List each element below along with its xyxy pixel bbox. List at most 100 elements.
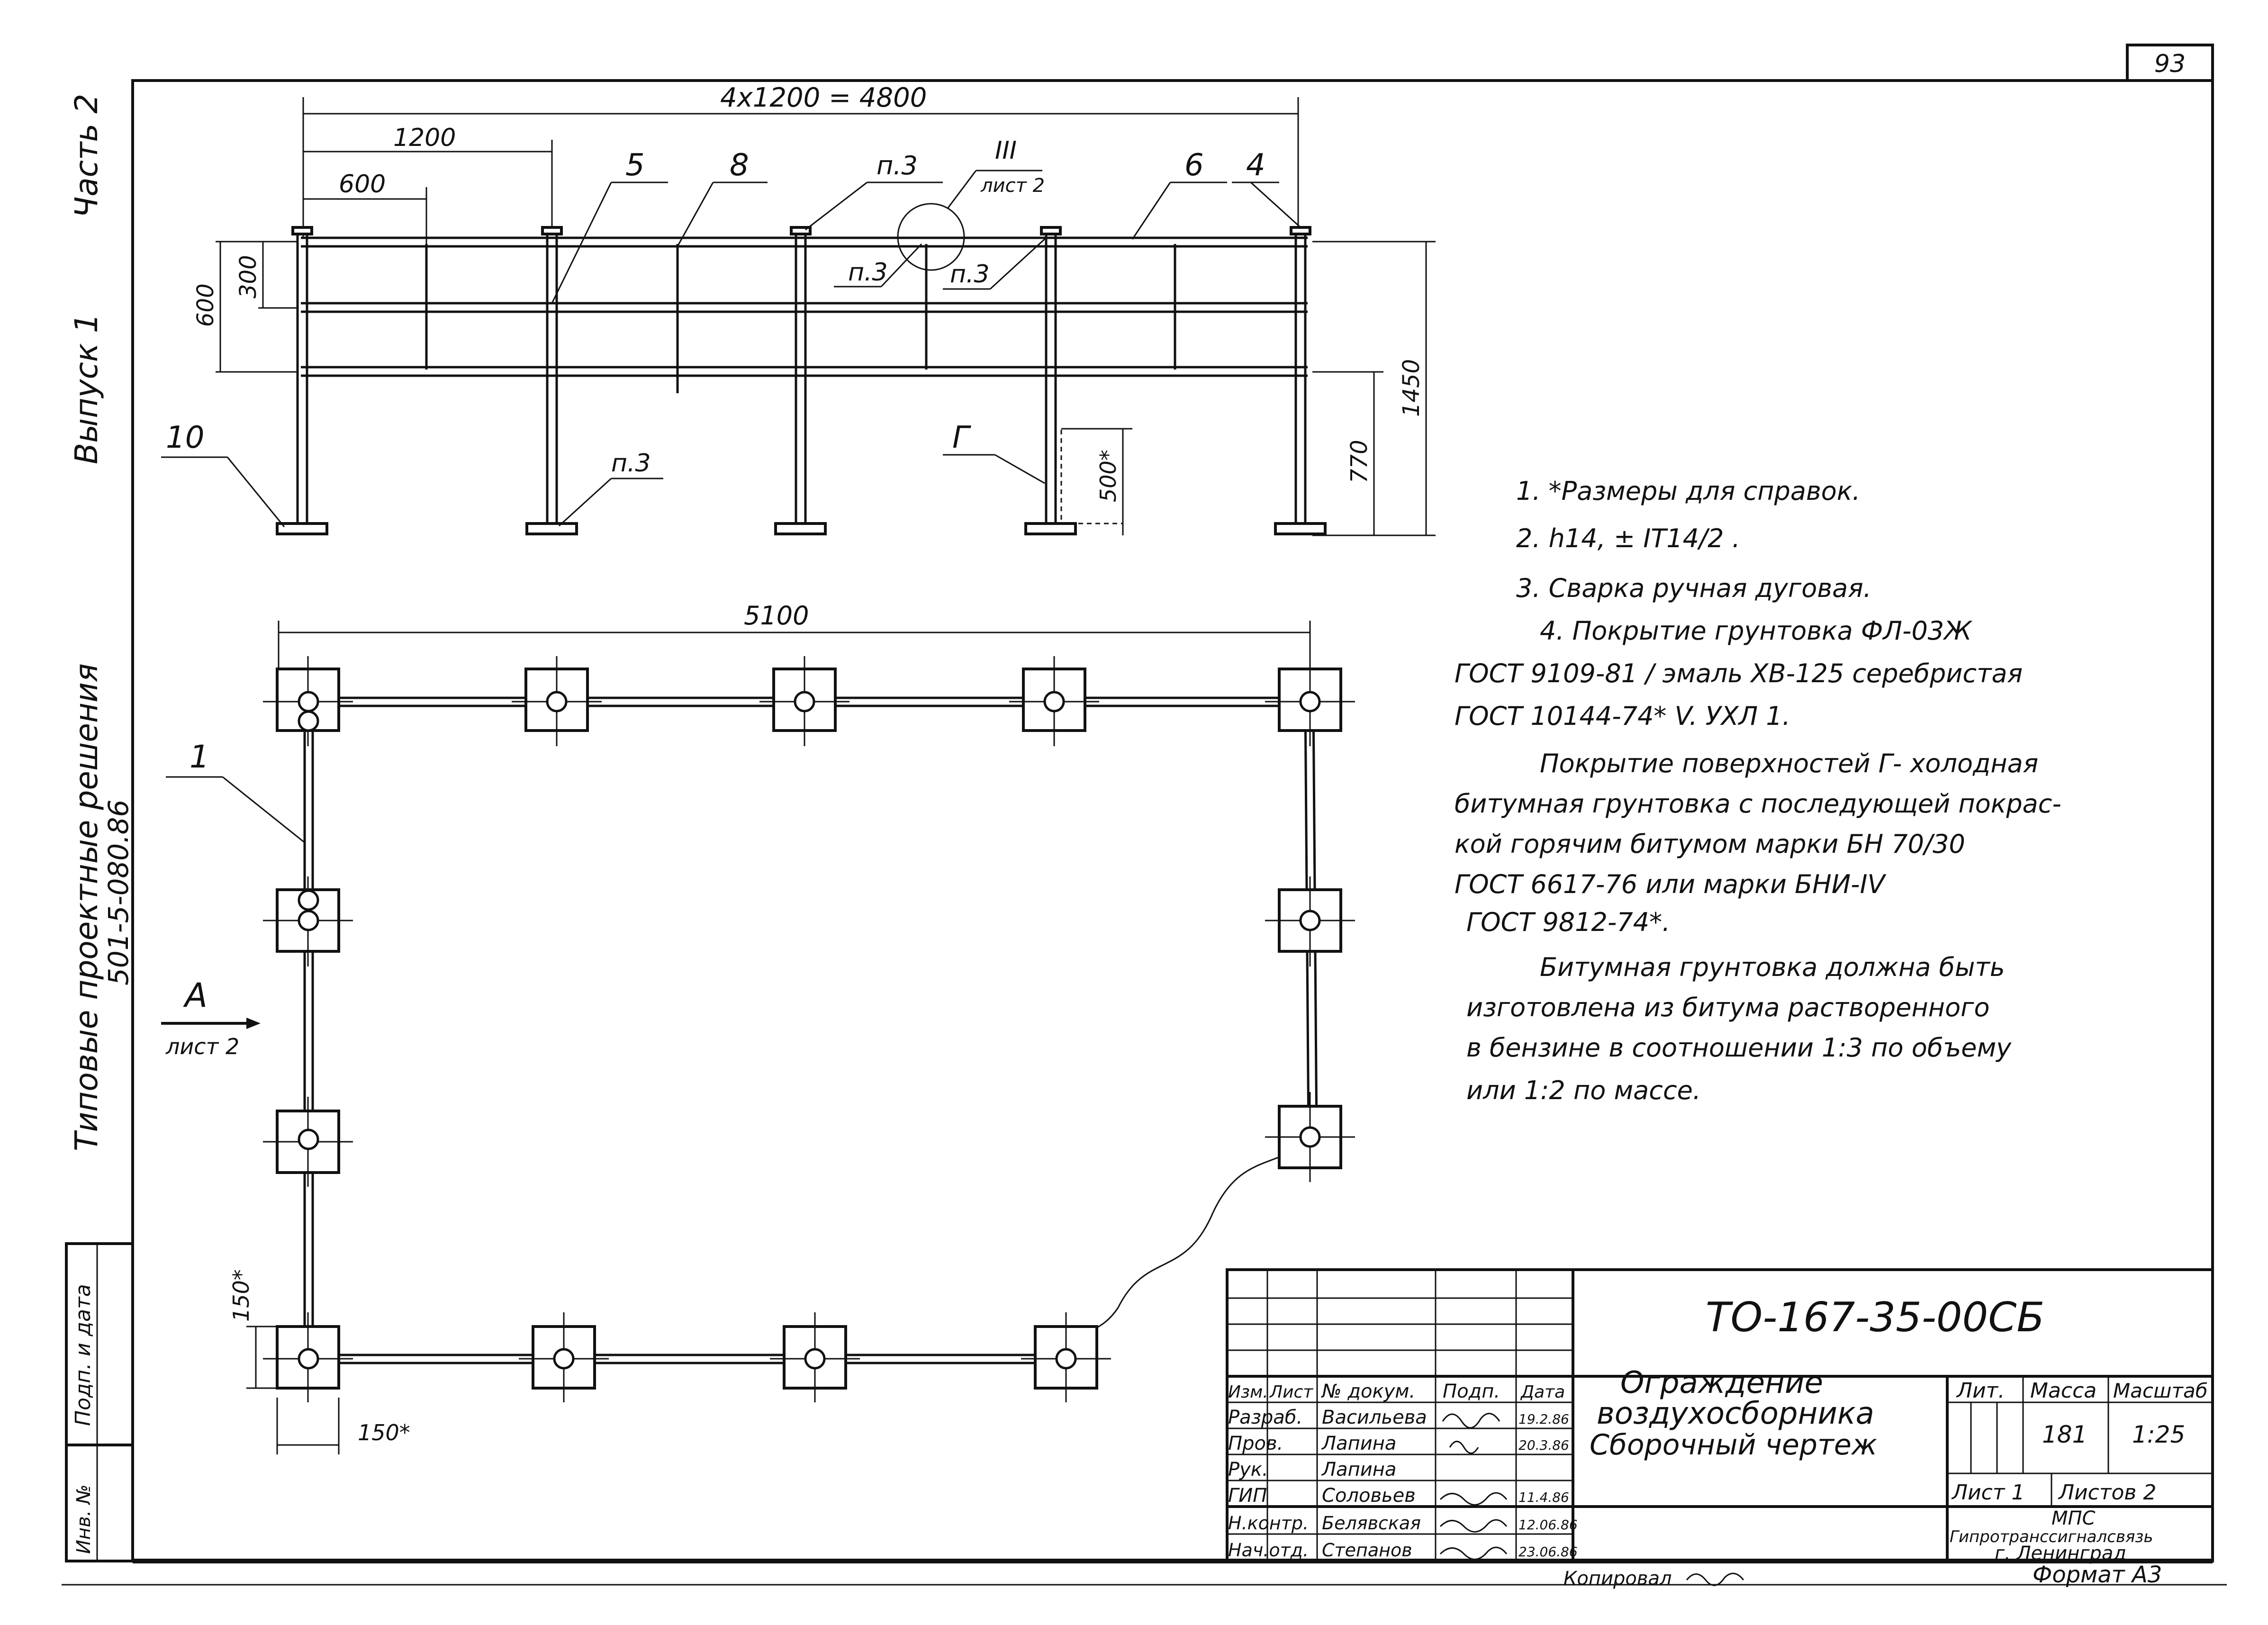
note-9: кой горячим битумом марки БН 70/30 [1455, 829, 1965, 859]
pad-right-3 [1265, 1092, 1355, 1182]
technical-notes: 1. *Размеры для справок. 2. h14, ± IT14/… [1455, 476, 2061, 1105]
callout-p3-left: п.3 [834, 243, 922, 288]
post-3 [774, 226, 827, 535]
view-arrow-A: А лист 2 [161, 976, 261, 1059]
row-role-4: Н.контр. [1228, 1513, 1309, 1534]
title-line-3: Сборочный чертеж [1590, 1428, 1877, 1462]
dim-600-vertical: 600 [192, 283, 219, 327]
pad-left-2 [263, 876, 353, 966]
pad-top-3 [759, 656, 849, 746]
dim-150-vertical: 150* [228, 1269, 254, 1322]
pad-top-1 [263, 656, 353, 746]
note-5: ГОСТ 9109-81 / эмаль ХВ-125 серебристая [1455, 659, 2023, 688]
post-4 [1024, 226, 1077, 535]
svg-text:лист 2: лист 2 [165, 1034, 239, 1059]
copied-label: Копировал [1563, 1568, 1672, 1589]
row-name-5: Степанов [1322, 1540, 1412, 1561]
sheet-label: Лист 1 [1951, 1481, 2024, 1505]
org-line-1: МПС [2051, 1508, 2096, 1529]
side-series-label: Типовые проектные решения [68, 663, 105, 1151]
svg-text:6: 6 [1184, 148, 1204, 183]
callout-p3-top: п.3 [805, 151, 943, 231]
svg-text:5: 5 [625, 148, 645, 183]
side-issue-label: Выпуск 1 [68, 313, 105, 464]
callout-6: 6 [1131, 148, 1227, 240]
doc-code: ТО-167-35-00СБ [1706, 1294, 2044, 1341]
callout-p3-right: п.3 [943, 236, 1048, 290]
note-6: ГОСТ 10144-74* V. УХЛ 1. [1455, 701, 1790, 731]
row-role-2: Рук. [1228, 1459, 1268, 1481]
plan-view: 5100 1 А [161, 601, 1355, 1454]
row-role-0: Разраб. [1228, 1407, 1302, 1428]
dim-500: 500* [1095, 450, 1121, 502]
org-line-2: Гипротранссигналсвязь [1950, 1527, 2153, 1546]
title-line-2: воздухосборника [1597, 1396, 1874, 1431]
row-name-0: Васильева [1322, 1407, 1427, 1428]
side-part-label: Часть 2 [68, 94, 105, 218]
sheets-label: Листов 2 [2058, 1481, 2156, 1505]
row-date-1: 20.3.86 [1518, 1437, 1569, 1453]
org-line-3: г. Ленинград [1995, 1543, 2126, 1564]
svg-text:1: 1 [190, 739, 209, 775]
svg-text:8: 8 [730, 148, 749, 183]
row-role-1: Пров. [1228, 1433, 1283, 1454]
note-8: битумная грунтовка с последующей покрас- [1455, 789, 2061, 819]
post-5 [1274, 226, 1327, 535]
note-4: 4. Покрытие грунтовка ФЛ-03Ж [1540, 616, 1973, 646]
scale-label: Масштаб [2113, 1379, 2208, 1402]
row-role-3: ГИП [1228, 1485, 1267, 1507]
pad-bottom-3 [770, 1312, 860, 1402]
dim-1200: 1200 [393, 124, 456, 152]
callout-view-III: III лист 2 [897, 136, 1045, 271]
row-name-3: Соловьев [1322, 1485, 1416, 1507]
callout-10: 10 [161, 420, 285, 527]
col-sign: Подп. [1443, 1381, 1500, 1402]
note-1: 1. *Размеры для справок. [1516, 476, 1861, 506]
svg-text:п.3: п.3 [848, 258, 888, 287]
dim-600: 600 [339, 170, 386, 199]
note-10: ГОСТ 6617-76 или марки БНИ-IV [1455, 869, 1887, 899]
pad-bottom-1 [263, 1312, 353, 1402]
svg-text:лист 2: лист 2 [980, 175, 1045, 197]
mass-value: 181 [2042, 1421, 2087, 1448]
callout-4: 4 [1232, 148, 1301, 228]
callout-1: 1 [166, 739, 306, 844]
col-doc: № докум. [1321, 1381, 1415, 1402]
side-code-label: 501-5-080.86 [102, 800, 135, 985]
stamp-orig-no: Инв. № [73, 1484, 95, 1554]
row-date-0: 19.2.86 [1518, 1411, 1569, 1427]
note-11: ГОСТ 9812-74*. [1466, 907, 1670, 937]
pad-right-2 [1265, 876, 1355, 966]
elevation-view: 4x1200 = 4800 1200 600 [161, 82, 1436, 536]
scale-value: 1:25 [2132, 1421, 2185, 1448]
svg-text:III: III [995, 136, 1017, 165]
format-label: Формат А3 [2033, 1562, 2162, 1588]
svg-text:Г: Г [952, 420, 971, 455]
dim-150-horizontal: 150* [358, 1420, 410, 1445]
note-3: 3. Сварка ручная дуговая. [1516, 573, 1871, 603]
pad-bottom-4 [1021, 1312, 1111, 1402]
pad-left-3 [263, 1097, 353, 1187]
dim-1450: 1450 [1398, 359, 1425, 417]
dim-300: 300 [235, 255, 262, 298]
svg-text:4: 4 [1246, 148, 1265, 183]
dim-overall: 4x1200 = 4800 [720, 82, 927, 113]
svg-text:10: 10 [166, 420, 204, 455]
col-list: Лист [1269, 1382, 1313, 1402]
note-15: или 1:2 по массе. [1466, 1075, 1701, 1105]
svg-text:п.3: п.3 [876, 151, 918, 181]
callout-G: Г [943, 420, 1045, 484]
row-name-1: Лапина [1321, 1433, 1396, 1454]
row-role-5: Нач.отд. [1228, 1540, 1309, 1561]
callout-8: 8 [677, 148, 768, 247]
pad-top-5 [1265, 656, 1355, 746]
note-12: Битумная грунтовка должна быть [1540, 952, 2005, 982]
svg-text:А: А [183, 976, 208, 1015]
dim-770: 770 [1346, 440, 1373, 483]
row-date-3: 11.4.86 [1518, 1490, 1569, 1505]
side-labels: Типовые проектные решения 501-5-080.86 В… [68, 94, 135, 1151]
title-block: Изм. Лист № докум. Подп. Дата Разраб. Ва… [1226, 1268, 2214, 1564]
sheet-number-box: 93 [2126, 44, 2214, 82]
note-14: в бензине в соотношении 1:3 по объему [1466, 1033, 2012, 1063]
